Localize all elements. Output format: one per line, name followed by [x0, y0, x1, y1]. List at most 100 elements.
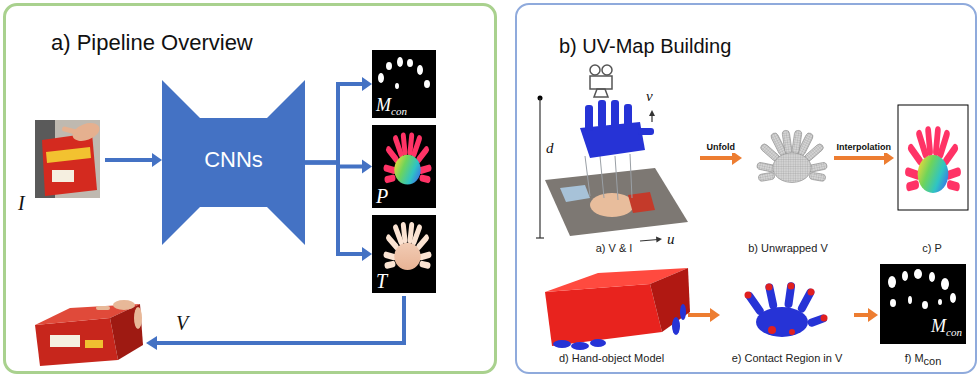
image-plane: [560, 185, 590, 202]
cnn-block: CNNs: [162, 80, 305, 245]
connector-arrow: [854, 308, 878, 322]
connector-line: [854, 313, 870, 317]
input-photo: [35, 120, 102, 198]
input-image: I: [15, 118, 105, 215]
contact-map-image: [880, 264, 966, 344]
contact-map-image: [395, 83, 399, 89]
projection-lines: [600, 156, 604, 198]
figure-caption: con: [924, 355, 942, 367]
reconstruction-render: [50, 335, 80, 347]
hand-mesh: [598, 100, 606, 128]
contact-map-image: [424, 80, 430, 88]
text-holder: c) P: [894, 238, 970, 256]
contact-map-image: [890, 299, 896, 307]
hand-object-model: [650, 268, 690, 332]
connector-arrow: [305, 163, 372, 262]
reconstruction-render: [85, 340, 103, 348]
contact-hand: [807, 313, 829, 327]
panel-title: a) Pipeline Overview: [51, 30, 253, 55]
connector-line: [700, 156, 734, 160]
contact-map-image: [908, 296, 912, 304]
image-symbol: M: [376, 95, 391, 115]
contact-map-image: [914, 269, 922, 279]
cnn-shape: [162, 80, 305, 245]
hand-object-model: [680, 304, 686, 320]
contact-map-image: [880, 264, 966, 344]
camera-icon: [590, 76, 612, 89]
position-map-image: [372, 125, 436, 208]
hand-mesh: [624, 104, 632, 129]
connector-line: [305, 84, 364, 163]
axis-symbol: v: [646, 88, 653, 105]
image-symbol: con: [946, 326, 962, 338]
axis-arrow: [640, 240, 658, 242]
axis-arrow: [656, 237, 662, 243]
text-holder: f) Mcon: [878, 348, 968, 366]
arrow-head: [362, 247, 372, 261]
pipeline-panel: a) Pipeline OverviewI CNNs MconP T: [3, 3, 497, 374]
texture-map-image: [383, 222, 432, 270]
contact-hand: [821, 315, 828, 322]
position-map-image: [898, 105, 968, 210]
connector-line: [834, 156, 886, 160]
reconstruction-render: [35, 318, 118, 366]
flow-arrow: [146, 296, 404, 350]
reconstruction-render: [110, 304, 143, 360]
camera-icon: [590, 65, 600, 75]
text-holder: CNNs: [162, 147, 305, 172]
figure-caption: a) V & I: [596, 242, 633, 254]
arrow-head: [362, 77, 372, 91]
contact-map-image: [378, 73, 384, 83]
projection-lines: [585, 154, 632, 200]
camera-icon: [602, 65, 612, 75]
contact-map-image: [941, 278, 949, 290]
reconstruction-render: [134, 307, 142, 329]
contact-hand: [744, 282, 828, 337]
contact-map-image: [372, 50, 436, 118]
block-label: CNNs: [204, 147, 263, 172]
unwrapped-mesh: [756, 130, 827, 183]
hand-object-model: [672, 317, 680, 335]
hand-mesh: [638, 128, 654, 135]
projection-lines: [585, 156, 590, 196]
text-holder: T: [376, 270, 387, 293]
axis-arrow: [640, 110, 662, 243]
contact-hand: [768, 326, 776, 334]
arrow-head: [732, 151, 742, 165]
position-map-image: [898, 105, 968, 210]
figure-caption: f) M: [905, 352, 924, 364]
axis-symbol: u: [667, 231, 675, 248]
edge-symbol: V: [176, 312, 188, 335]
image-symbol: con: [391, 105, 407, 117]
connector-line: [105, 158, 154, 162]
depth-line: [536, 237, 544, 238]
figure-caption: c) P: [922, 242, 942, 254]
hand-object-model: [545, 268, 690, 350]
contact-map-image: [407, 59, 413, 67]
reconstruction-render: [113, 300, 135, 310]
projection-lines: [615, 156, 618, 200]
input-photo: [42, 133, 97, 196]
text-holder: e) Contact Region in V: [720, 348, 854, 366]
uv-map-panel: b) UV-Map Buildinga) V & Ib) Unwrapped V…: [515, 3, 977, 374]
hand-mesh: [585, 105, 593, 131]
arrow-head: [710, 308, 720, 322]
contact-map-image: [372, 50, 436, 118]
connector-arrow: [105, 153, 162, 167]
contact-map-image: [397, 57, 403, 67]
figure-item: e) Contact Region in V: [720, 262, 854, 368]
position-map: P: [372, 125, 436, 208]
camera-icon: [594, 89, 608, 97]
text-holder: Mcon: [376, 95, 407, 116]
figure-caption: b) Unwrapped V: [748, 242, 828, 254]
text-holder: a) Pipeline Overview: [51, 30, 253, 55]
contact-hand: [744, 290, 765, 316]
arrow-head: [884, 151, 894, 165]
contact-hand: [784, 282, 796, 309]
hand-object-model: [545, 284, 662, 346]
hand-mesh: [611, 100, 619, 128]
texture-map-image: [372, 215, 436, 293]
image-symbol: I: [18, 192, 25, 214]
projection-lines: [630, 154, 632, 198]
contact-hand: [745, 292, 752, 299]
